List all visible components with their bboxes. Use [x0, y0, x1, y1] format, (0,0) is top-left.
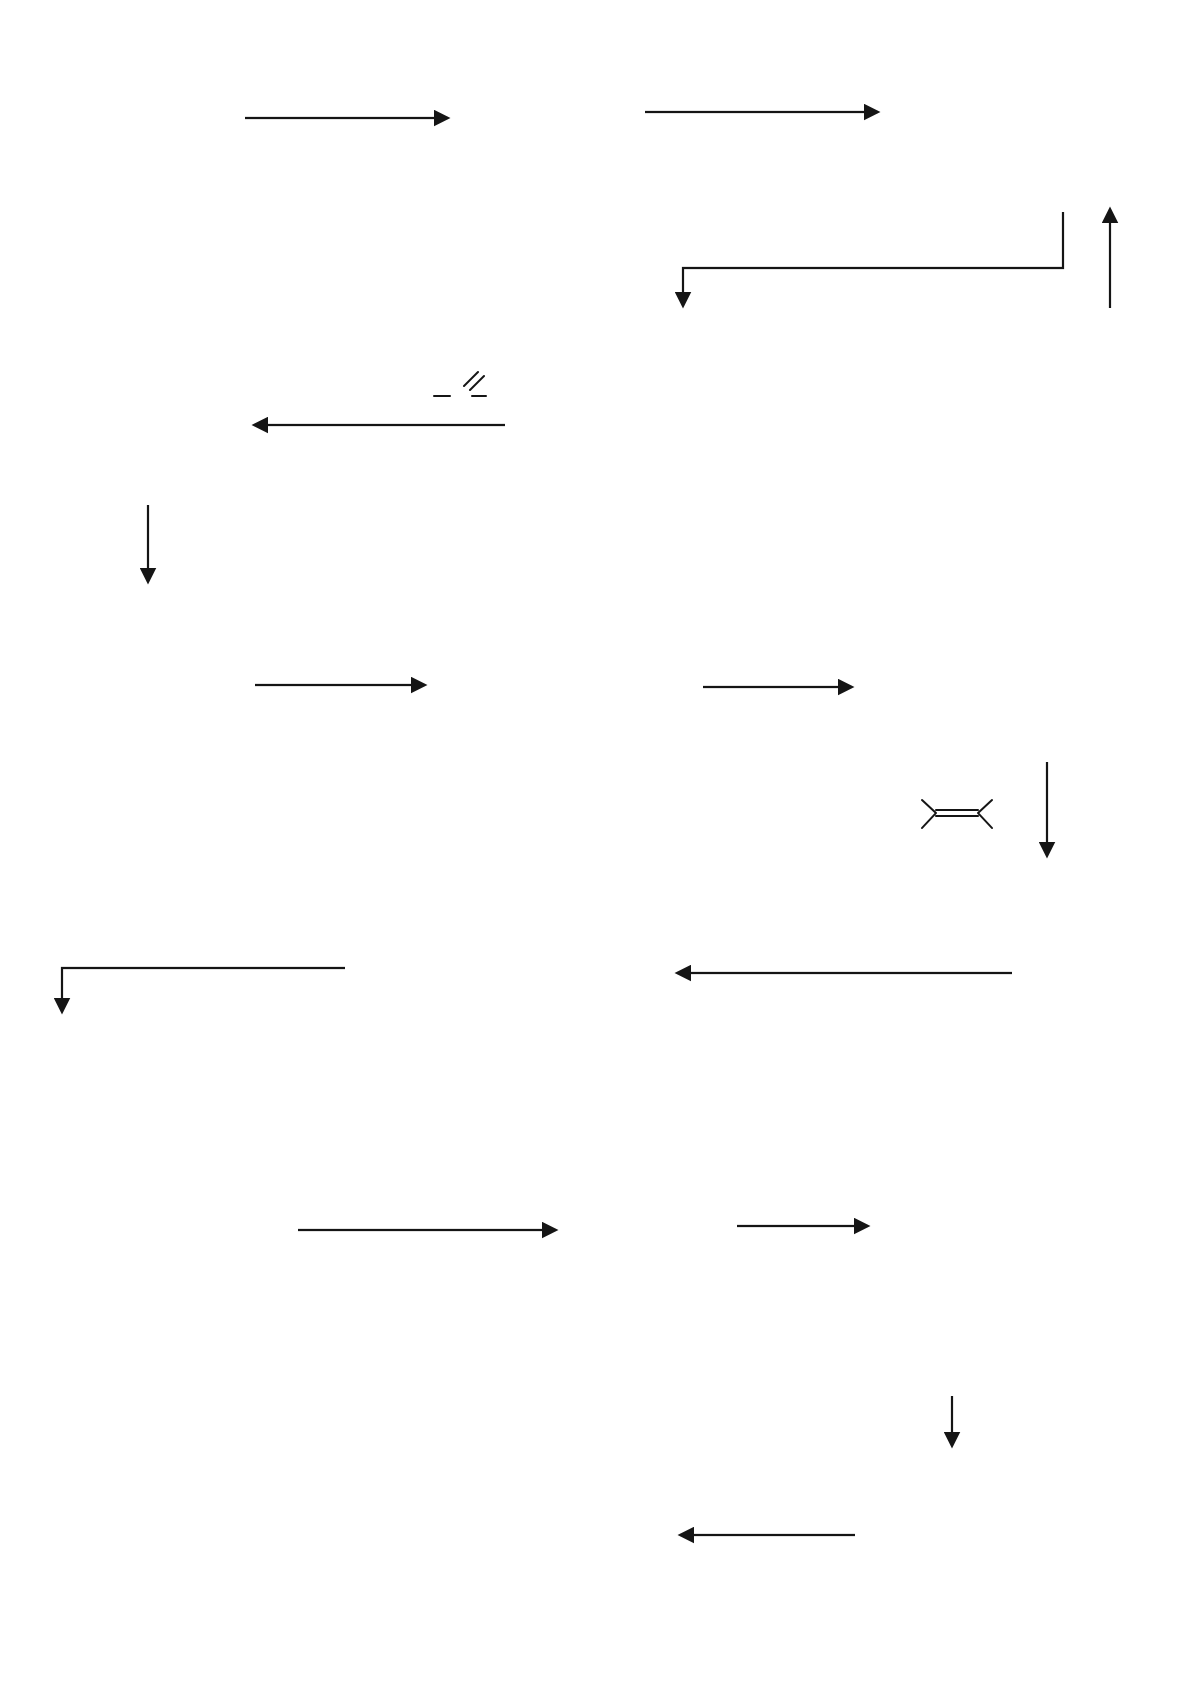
xray-crystal-structure — [40, 1282, 300, 1582]
sulfinimidoyl-chloride-reagent — [433, 371, 487, 397]
structure-9-drawing — [864, 598, 1154, 743]
structure-7-drawing — [12, 548, 312, 703]
structure-13-drawing — [438, 1028, 748, 1188]
structure-6-drawing — [25, 300, 340, 462]
structure-12-drawing — [28, 1022, 338, 1182]
structure-11-drawing — [300, 824, 640, 983]
structure-14-drawing — [884, 1112, 1194, 1272]
structure-3-drawing — [878, 36, 1193, 198]
structure-16-drawing — [398, 1418, 698, 1565]
structure-1-drawing — [15, 72, 245, 180]
structure-5-drawing — [872, 296, 1187, 458]
structure-2-drawing — [440, 40, 755, 202]
structure-8-drawing — [440, 548, 740, 703]
structure-15-drawing — [852, 1418, 1172, 1580]
trimethyl-acrylate-reagent — [921, 799, 993, 829]
